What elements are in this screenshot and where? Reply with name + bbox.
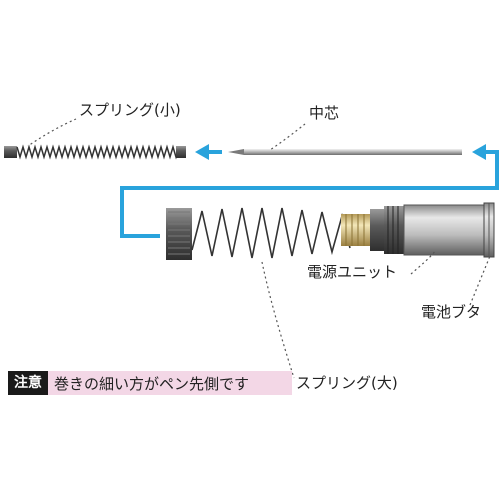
small-spring-coil <box>16 144 180 160</box>
leader-battery-cap <box>469 255 491 306</box>
arrow-left-icon <box>472 144 486 160</box>
label-battery-cap: 電池ブタ <box>421 303 482 321</box>
label-power-unit: 電源ユニット <box>307 263 398 281</box>
label-refill: 中芯 <box>309 104 340 122</box>
power-unit <box>403 204 485 256</box>
leader-spring-small <box>27 118 77 147</box>
battery-cap <box>483 202 495 258</box>
caution-text: 巻きの細い方がペン先側です <box>54 374 250 393</box>
label-spring-large: スプリング(大) <box>296 374 398 392</box>
arrow-left-icon <box>195 144 209 160</box>
caution-tag: 注意 <box>8 371 48 395</box>
large-spring <box>166 207 351 260</box>
label-spring-small: スプリング(小) <box>79 101 181 119</box>
flow-line-lower <box>120 150 499 238</box>
small-spring <box>4 144 186 160</box>
brass-coupler <box>341 206 404 254</box>
refill-rod <box>228 149 462 155</box>
flow-path <box>120 144 499 238</box>
large-spring-coil <box>191 207 351 259</box>
leader-spring-large <box>261 261 295 379</box>
leader-refill <box>269 123 306 151</box>
caution-note: 注意 巻きの細い方がペン先側です <box>8 371 292 395</box>
